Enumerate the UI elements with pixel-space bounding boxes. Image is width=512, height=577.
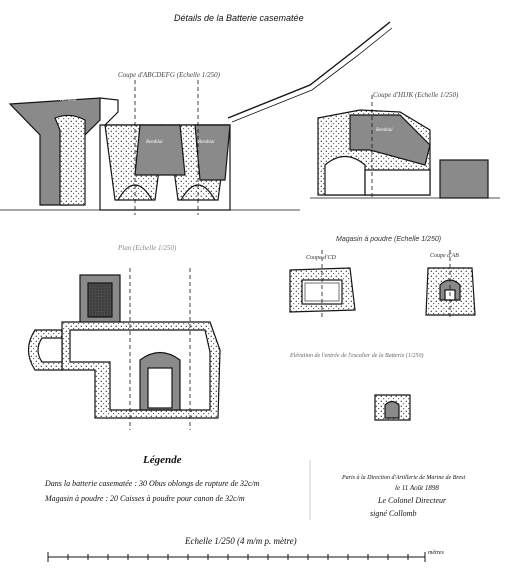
label-remblai-4: Remblai — [198, 140, 215, 145]
signature-line-2: le 11 Août 1898 — [395, 484, 439, 492]
magasin-coupes — [289, 250, 476, 320]
signature-line-3: Le Colonel Directeur — [378, 496, 447, 505]
signature-line-4: signé Collomb — [370, 509, 417, 518]
scale-bar — [47, 552, 426, 562]
scale-label: Echelle 1/250 (4 m/m p. mètre) — [185, 536, 297, 546]
signature-line-1: Paris à la Direction d'Artillerie de Mar… — [342, 475, 466, 481]
scale-unit: mètres — [428, 550, 444, 556]
plan-view — [27, 268, 221, 430]
label-remblai-3: Remblai — [146, 140, 163, 145]
label-plan: Plan (Echelle 1/250) — [118, 244, 177, 252]
label-remblai-5: Remblai — [376, 128, 393, 133]
sheet-title: Détails de la Batterie casematée — [174, 13, 304, 23]
legend-line-2: Magasin à poudre : 20 Caisses à poudre p… — [45, 494, 245, 503]
label-remblai-1: Remblai — [25, 98, 42, 103]
label-magasin: Magasin à poudre (Echelle 1/250) — [336, 236, 442, 243]
section-coupe-hijk — [310, 95, 500, 200]
label-coupe-cd: Coupe d'CD — [306, 255, 336, 261]
label-remblai-2: Remblai — [60, 98, 77, 103]
label-elevation: Elévation de l'entrée de l'escalier de l… — [290, 353, 424, 359]
label-coupe-ab: Coupe d'AB — [430, 253, 459, 259]
legend-line-1: Dans la batterie casematée : 30 Obus obl… — [45, 479, 260, 488]
label-coupe-hijk: Coupe d'HIJK (Echelle 1/250) — [373, 91, 459, 99]
elevation-entree — [374, 394, 411, 421]
label-coupe-abcdefg: Coupe d'ABCDEFG (Echelle 1/250) — [118, 71, 220, 79]
section-coupe-abcdefg — [0, 21, 393, 215]
legend-heading: Légende — [143, 454, 182, 466]
